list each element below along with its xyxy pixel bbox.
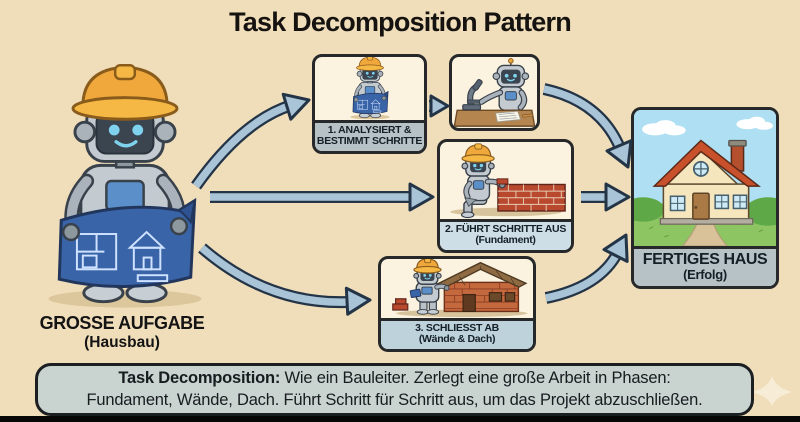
page-title: Task Decomposition Pattern [229,7,572,37]
definition-term: Task Decomposition: [118,369,281,388]
step2-panel: 2. FÜHRT SCHRITTE AUS (Fundament) [437,139,574,253]
step1-panel: 1. ANALYSIERT & BESTIMMT SCHRITTE [312,54,427,154]
robot-laying-bricks-icon [440,142,571,219]
source-label-line1: GROSSE AUFGABE [39,313,205,333]
result-label-line2: (Erfolg) [683,267,727,283]
analysis-panel [449,54,540,131]
source-label-line2: (Hausbau) [84,334,160,351]
step1-label-line2: BESTIMMT SCHRITTE [316,135,423,148]
definition-box: Task Decomposition: Wie ein Bauleiter. Z… [35,363,754,416]
arrow-source-to-step2 [210,182,435,212]
robot-foreman-blueprint-icon [22,52,228,314]
definition-line2: Fundament, Wände, Dach. Führt Schritt fü… [86,390,703,409]
arrow-step2-to-result [581,182,631,212]
robot-building-house-icon [381,259,533,318]
step3-label: 3. SCHLIESST AB (Wände & Dach) [381,317,533,349]
finished-house-icon [634,110,776,246]
step1-label: 1. ANALYSIERT & BESTIMMT SCHRITTE [315,119,424,151]
step2-label: 2. FÜHRT SCHRITTE AUS (Fundament) [440,218,571,250]
result-label-line1: FERTIGES HAUS [642,250,768,268]
definition-line1: Task Decomposition: Wie ein Bauleiter. Z… [38,368,751,389]
robot-desk-microscope-icon [452,57,537,128]
step3-label-line2: (Wände & Dach) [418,333,496,346]
step3-panel: 3. SCHLIESST AB (Wände & Dach) [378,256,536,352]
source-label: GROSSE AUFGABE (Hausbau) [6,313,238,352]
step2-label-line1: 2. FÜHRT SCHRITTE AUS [444,222,567,235]
arrow-step1-to-analysis [429,94,450,118]
step2-label-line2: (Fundament) [475,234,536,247]
definition-line1-rest: Wie ein Bauleiter. Zerlegt eine große Ar… [280,369,671,388]
letterbox-bar [0,416,800,422]
step1-label-line1: 1. ANALYSIERT & [327,123,412,136]
robot-reading-blueprint-icon [315,57,424,120]
step3-label-line1: 3. SCHLIESST AB [415,321,499,334]
result-panel: FERTIGES HAUS (Erfolg) [631,107,779,289]
result-label: FERTIGES HAUS (Erfolg) [634,245,776,286]
sparkle-transition-icon [752,376,792,406]
